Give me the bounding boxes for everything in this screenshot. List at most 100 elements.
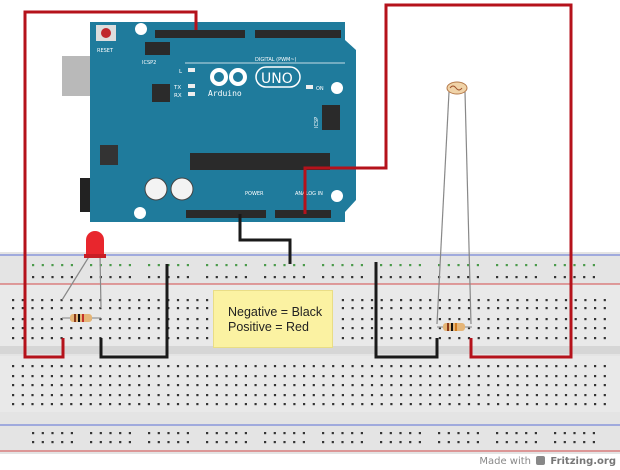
breadboard-hole <box>526 327 529 330</box>
breadboard-hole <box>594 337 597 340</box>
breadboard-hole <box>603 384 606 387</box>
breadboard-hole <box>60 384 63 387</box>
breadboard-hole <box>476 264 479 267</box>
breadboard-hole <box>302 276 305 279</box>
breadboard-hole <box>429 318 432 321</box>
breadboard-hole <box>583 432 586 435</box>
wire-black-arduino-gnd[interactable] <box>238 214 292 264</box>
breadboard-hole <box>516 365 519 368</box>
breadboard-hole <box>487 318 490 321</box>
wire-red-pin13-to-led[interactable] <box>23 10 198 359</box>
breadboard-hole <box>370 337 374 340</box>
breadboard-hole <box>90 441 93 444</box>
breadboard-hole <box>128 318 131 321</box>
breadboard-hole <box>51 441 54 444</box>
breadboard-hole <box>380 432 383 435</box>
breadboard-hole <box>206 375 209 378</box>
breadboard-hole <box>555 307 558 310</box>
wire-black-photoresistor-ground[interactable] <box>374 262 439 359</box>
breadboard-hole <box>186 327 189 330</box>
breadboard-hole <box>341 307 344 310</box>
breadboard-hole <box>235 264 238 267</box>
breadboard-hole <box>351 365 354 368</box>
resistor-photoresistor[interactable] <box>437 323 472 331</box>
breadboard-hole <box>341 264 344 267</box>
breadboard-hole <box>458 384 461 387</box>
breadboard-hole <box>409 403 412 406</box>
wire-black-led-ground[interactable] <box>99 264 169 359</box>
breadboard-hole <box>138 299 141 302</box>
breadboard-hole <box>458 299 461 302</box>
breadboard-hole <box>264 394 267 397</box>
breadboard-hole <box>70 337 73 340</box>
breadboard-hole <box>351 276 354 279</box>
breadboard-hole <box>554 264 557 267</box>
chip <box>152 84 170 102</box>
red-led[interactable] <box>61 231 106 309</box>
breadboard-hole <box>12 375 15 378</box>
breadboard-hole <box>60 375 63 378</box>
breadboard-hole <box>157 441 160 444</box>
breadboard-hole <box>477 403 480 406</box>
resistor-led[interactable] <box>62 314 101 322</box>
breadboard-hole <box>138 327 141 330</box>
breadboard-hole <box>467 327 471 330</box>
breadboard-hole <box>594 375 597 378</box>
photoresistor[interactable] <box>436 81 472 325</box>
breadboard-hole <box>516 394 519 397</box>
breadboard-hole <box>148 264 151 267</box>
breadboard-hole <box>555 327 558 330</box>
breadboard-hole <box>283 375 286 378</box>
breadboard-hole <box>332 394 335 397</box>
breadboard-hole <box>506 307 509 310</box>
breadboard-hole <box>331 264 334 267</box>
breadboard-hole <box>31 337 34 340</box>
breadboard-hole <box>196 384 199 387</box>
breadboard-hole <box>41 365 44 368</box>
breadboard-hole <box>215 375 218 378</box>
breadboard-hole <box>467 375 471 378</box>
wire-red-a0-to-photoresistor[interactable] <box>303 3 573 359</box>
breadboard-hole <box>109 327 112 330</box>
breadboard-hole <box>555 394 558 397</box>
breadboard-hole <box>302 441 305 444</box>
breadboard-hole <box>215 276 218 279</box>
breadboard-hole <box>603 327 606 330</box>
breadboard-hole <box>603 403 606 406</box>
breadboard-hole <box>157 264 160 267</box>
breadboard-hole <box>331 441 334 444</box>
breadboard-hole <box>99 318 102 321</box>
breadboard-hole <box>293 375 296 378</box>
breadboard-hole <box>128 276 131 279</box>
breadboard-hole <box>41 384 44 387</box>
breadboard-hole <box>535 307 538 310</box>
breadboard-hole <box>400 394 403 397</box>
breadboard-hole <box>41 432 44 435</box>
breadboard-hole <box>409 264 412 267</box>
breadboard-hole <box>341 299 344 302</box>
breadboard-hole <box>70 299 73 302</box>
breadboard-hole <box>206 299 209 302</box>
breadboard-hole <box>574 318 577 321</box>
breadboard-hole <box>50 299 53 302</box>
breadboard-hole <box>389 276 392 279</box>
breadboard-hole <box>273 276 276 279</box>
breadboard-hole <box>41 337 44 340</box>
breadboard-hole <box>293 403 296 406</box>
breadboard-hole <box>351 403 354 406</box>
breadboard-hole <box>118 375 121 378</box>
breadboard-hole <box>196 327 199 330</box>
breadboard-hole <box>99 403 102 406</box>
breadboard-hole <box>476 441 479 444</box>
breadboard-hole <box>380 327 383 330</box>
breadboard-hole <box>555 318 558 321</box>
breadboard-hole <box>351 384 354 387</box>
breadboard-hole <box>21 307 24 310</box>
breadboard-hole <box>206 337 209 340</box>
breadboard-hole <box>594 307 597 310</box>
breadboard-hole <box>312 394 315 397</box>
breadboard-hole <box>128 327 131 330</box>
breadboard-hole <box>41 318 44 321</box>
breadboard-hole <box>70 432 73 435</box>
breadboard-hole <box>496 264 499 267</box>
